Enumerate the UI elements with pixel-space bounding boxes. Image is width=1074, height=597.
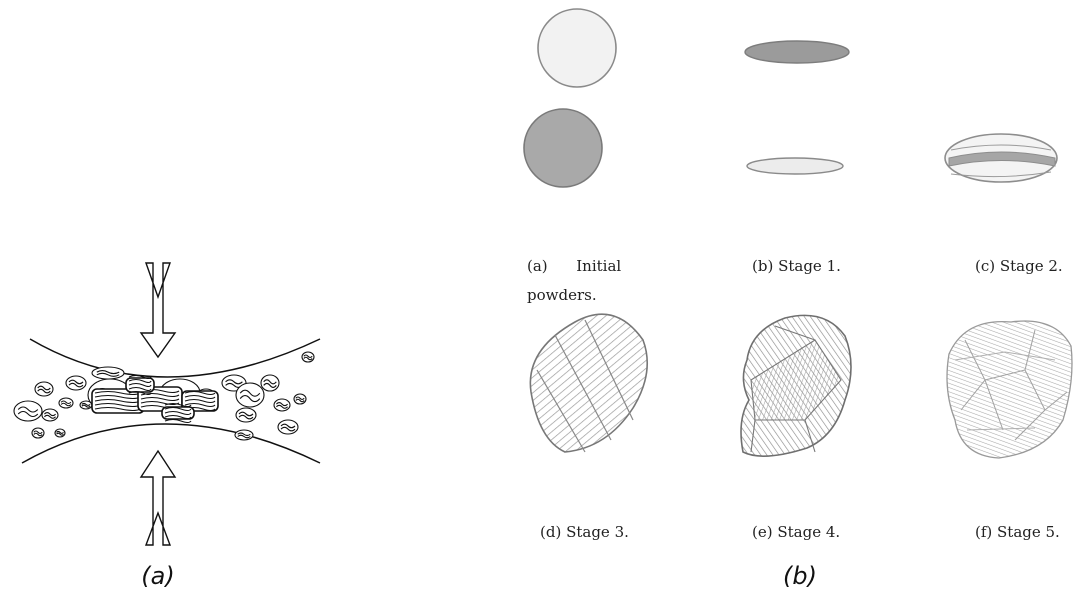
powder-particle [236,383,264,407]
caption-stage-2: (c) Stage 2. [975,257,1063,275]
stage-5-sketch [947,321,1072,458]
caption-initial-powders-line1: (a) Initial [527,257,621,275]
powder-particle [235,430,253,440]
caption-stage-3: (d) Stage 3. [540,523,629,541]
caption-stage-1: (b) Stage 1. [752,257,841,275]
flattened-dark-particle [745,41,849,63]
initial-powders-sketch [524,9,616,187]
powder-particle [14,401,42,421]
powder-particle [274,399,290,411]
panel-a-label: (a) [141,562,174,590]
ball-collision-diagram [0,255,330,555]
caption-initial-powders-line2: powders. [527,286,597,304]
stage-4-sketch [741,315,851,456]
stage-3-sketch [530,314,647,452]
bottom-arrow-icon [141,451,175,545]
light-powder-particle [538,9,616,87]
powder-particle [261,375,279,391]
powder-particle [278,420,298,434]
lower-ball-surface [22,424,320,463]
particle-lamella [165,420,191,423]
powder-particle [42,409,58,421]
upper-ball-surface [30,339,320,377]
powder-particle [236,408,256,422]
dark-powder-particle [524,109,602,187]
caption-stage-4: (e) Stage 4. [752,523,840,541]
powder-particle [35,382,53,396]
stage-sketches [515,0,1074,480]
caption-stage-5: (f) Stage 5. [975,523,1060,541]
top-arrow-icon [141,263,175,357]
powder-particle [92,367,124,379]
flattened-light-particle [747,158,843,174]
trapped-powder-particles [14,352,314,440]
stage-2-sketch [945,134,1057,182]
stage-1-sketch [745,41,849,174]
panel-b-label: (b) [783,562,817,590]
lamellar-particle [530,314,647,452]
powder-particle [66,376,86,390]
